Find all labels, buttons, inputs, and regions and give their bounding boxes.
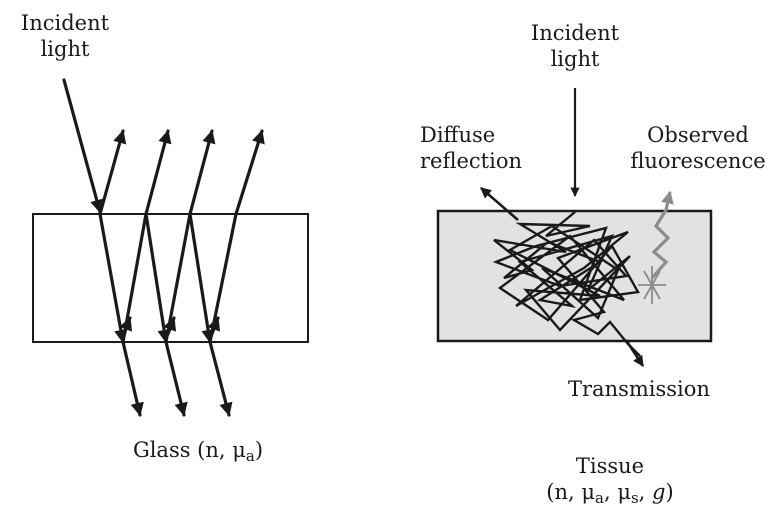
glass-ray-paths (62, 78, 265, 417)
tissue-incident-label: Incident light (520, 20, 630, 72)
diffuse-reflection-arrow (480, 187, 519, 221)
glass-caption-prefix: Glass (n, μ (132, 438, 246, 462)
glass-transmitted-2 (164, 340, 188, 417)
glass-mid-arrow-1 (119, 316, 133, 336)
glass-transmitted-3 (208, 340, 233, 417)
tissue-caption-mid: , μ (603, 480, 631, 504)
glass-incident-line1: Incident (20, 11, 110, 35)
glass-caption: Glass (n, μa) (108, 437, 288, 465)
glass-reflection-2 (144, 129, 172, 216)
glass-panel (32, 78, 309, 417)
tissue-caption-g: g (652, 480, 666, 504)
fluorescence-path (650, 190, 674, 280)
fluorescence-source (638, 266, 666, 304)
tissue-caption-sub-a: a (595, 489, 604, 507)
glass-incident-line2: light (40, 37, 90, 61)
tissue-caption-prefix: (n, μ (546, 480, 596, 504)
tissue-caption-suffix: ) (665, 480, 674, 504)
glass-internal-5 (188, 212, 215, 344)
tissue-caption-sub-s: s (630, 489, 639, 507)
glass-incident-ray (62, 78, 104, 214)
transmission-label: Transmission (568, 377, 710, 401)
glass-reflection-3 (188, 129, 216, 216)
tissue-panel (436, 88, 713, 367)
tissue-incident-line2: light (550, 47, 600, 71)
diffuse-reflection-label: Diffuse reflection (420, 122, 522, 174)
tissue-caption-line2: (n, μa, μs, g) (530, 479, 690, 507)
glass-internal-1 (98, 212, 128, 344)
glass-caption-sub-a: a (245, 447, 255, 465)
tissue-caption-comma: , (638, 480, 653, 504)
observed-fluorescence-label: Observed fluorescence (628, 122, 768, 174)
diffuse-line2: reflection (420, 149, 522, 173)
glass-mid-arrow-3 (207, 316, 221, 336)
tissue-caption: Tissue (n, μa, μs, g) (530, 453, 690, 507)
tissue-incident-line1: Incident (530, 21, 620, 45)
diffuse-line1: Diffuse (420, 123, 496, 147)
tissue-caption-line1: Tissue (575, 454, 645, 478)
glass-transmitted-1 (121, 340, 144, 417)
glass-reflection-1 (98, 129, 127, 216)
glass-mid-arrow-2 (163, 316, 177, 336)
observed-line1: Observed (647, 123, 749, 147)
transmission-arrow (624, 339, 645, 367)
glass-reflection-4 (234, 129, 265, 216)
tissue-scatter-path (492, 211, 641, 357)
glass-caption-suffix: ) (254, 438, 264, 462)
observed-line2: fluorescence (630, 149, 766, 173)
glass-internal-3 (144, 212, 171, 344)
glass-incident-label: Incident light (10, 10, 120, 62)
